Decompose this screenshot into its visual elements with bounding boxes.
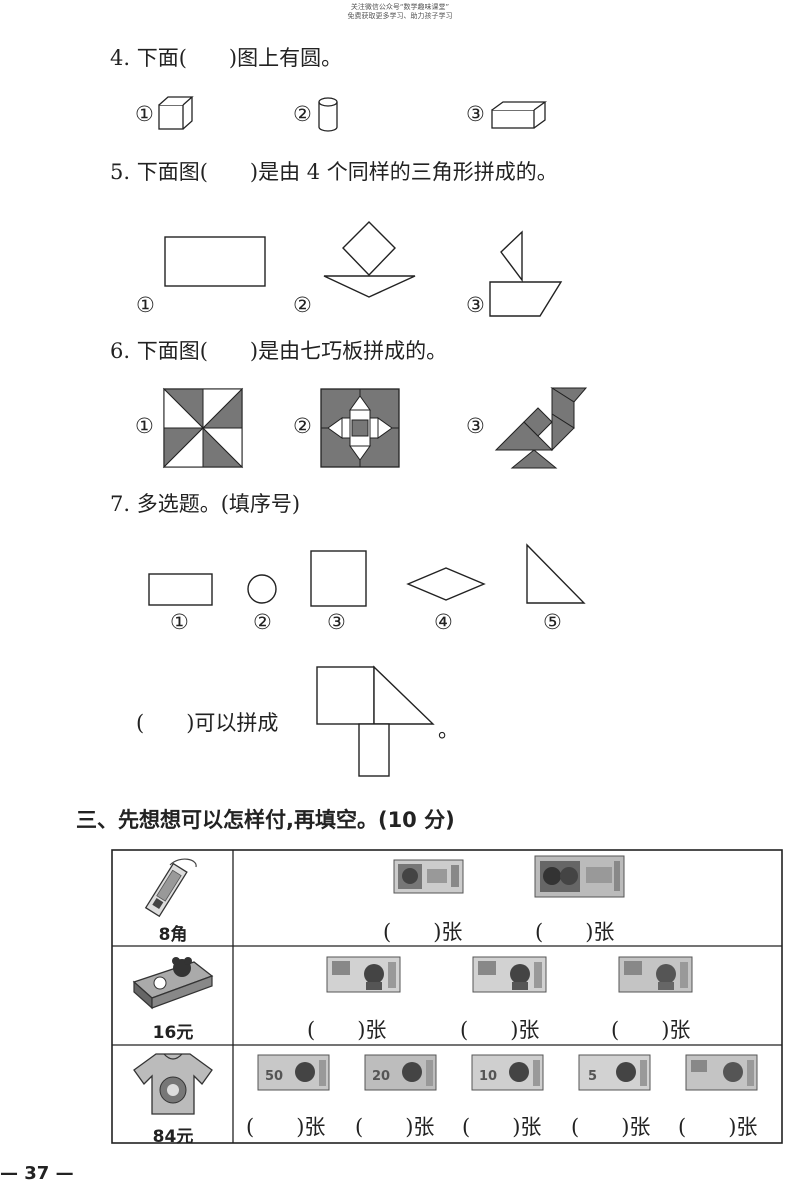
question-6-text: 6. 下面图( )是由七巧板拼成的。 <box>110 339 448 363</box>
q6-option-2-label: ② <box>293 414 312 438</box>
q5-figure-3-boat <box>489 230 563 317</box>
payment-table <box>111 849 783 1144</box>
question-7-text: 7. 多选题。(填序号) <box>110 492 301 516</box>
row2-blank-3[interactable]: ( )张 <box>611 1018 691 1042</box>
q6-figure-1-pinwheel <box>162 387 244 469</box>
header-note: 关注微信公众号“数学趣味课堂” 免费获取更多学习、助力孩子学习 <box>347 3 453 20</box>
row2-blank-1[interactable]: ( )张 <box>307 1018 387 1042</box>
section-3-title: 三、先想想可以怎样付,再填空。(10 分) <box>76 808 455 832</box>
cuboid-icon <box>491 101 547 129</box>
banknote-1yuan-icon <box>618 956 693 993</box>
price-8jiao: 8角 <box>158 925 188 945</box>
question-5-text: 5. 下面图( )是由 4 个同样的三角形拼成的。 <box>110 160 558 184</box>
q6-option-3-label: ③ <box>466 414 485 438</box>
q5-figure-2-diamond-on-triangle <box>323 221 416 298</box>
banknote-1jiao-icon <box>534 855 625 898</box>
banknote-5yuan-icon-c: 5 <box>578 1054 651 1091</box>
row3-blank-3[interactable]: ( )张 <box>462 1115 542 1139</box>
q7-option-4-label: ④ <box>434 610 453 634</box>
q7-option-1-label: ① <box>170 610 189 634</box>
q7-shape-3-square <box>310 550 367 607</box>
q7-end-mark: 。 <box>438 718 459 742</box>
footer-dash-right: — <box>55 1163 74 1184</box>
q7-option-3-label: ③ <box>327 610 346 634</box>
q7-answer-line: ( )可以拼成 <box>136 711 279 735</box>
q4-option-2-label: ② <box>293 102 312 126</box>
banknote-10yuan-icon: 10 <box>471 1054 544 1091</box>
row1-blank-1[interactable]: ( )张 <box>383 920 463 944</box>
row2-blank-2[interactable]: ( )张 <box>460 1018 540 1042</box>
banknote-1yuan-icon-b <box>685 1054 758 1091</box>
bookmark-icon <box>144 858 197 918</box>
pencil-case-icon <box>132 957 214 1010</box>
q7-shape-1-rectangle <box>148 573 213 606</box>
question-4-text: 4. 下面( )图上有圆。 <box>110 46 343 70</box>
footer-dash-left: — <box>0 1163 18 1184</box>
q6-option-1-label: ① <box>135 414 154 438</box>
banknote-5yuan-icon-b <box>472 956 547 993</box>
q7-shape-2-circle <box>247 574 277 604</box>
q7-option-2-label: ② <box>253 610 272 634</box>
q6-figure-3-bird <box>494 387 588 469</box>
cube-icon <box>158 96 194 130</box>
q5-option-3-label: ③ <box>466 293 485 317</box>
svg-text:20: 20 <box>372 1069 390 1084</box>
svg-text:5: 5 <box>588 1069 597 1084</box>
row1-blank-2[interactable]: ( )张 <box>535 920 615 944</box>
row3-blank-1[interactable]: ( )张 <box>246 1115 326 1139</box>
banknote-5yuan-icon-a <box>326 956 401 993</box>
q5-figure-1-rectangle <box>164 236 266 287</box>
q7-shape-4-rhombus <box>406 567 486 601</box>
row3-blank-5[interactable]: ( )张 <box>678 1115 758 1139</box>
page-number: 37 <box>24 1163 50 1184</box>
svg-text:50: 50 <box>265 1069 283 1084</box>
row3-blank-4[interactable]: ( )张 <box>571 1115 651 1139</box>
q6-figure-2-cross-pattern <box>320 388 400 468</box>
price-16yuan: 16元 <box>152 1023 194 1043</box>
banknote-20yuan-icon: 20 <box>364 1054 437 1091</box>
banknote-50yuan-icon: 50 <box>257 1054 330 1091</box>
q4-option-1-label: ① <box>135 102 154 126</box>
svg-text:10: 10 <box>479 1069 497 1084</box>
q7-composite-figure <box>316 665 435 777</box>
row3-blank-2[interactable]: ( )张 <box>355 1115 435 1139</box>
cylinder-icon <box>318 97 338 132</box>
q4-option-3-label: ③ <box>466 102 485 126</box>
t-shirt-icon <box>133 1053 213 1115</box>
page-number-area: — 37 — <box>0 1163 74 1184</box>
q5-option-1-label: ① <box>136 293 155 317</box>
price-84yuan: 84元 <box>152 1127 194 1147</box>
banknote-5jiao-icon <box>393 859 464 894</box>
q7-option-5-label: ⑤ <box>543 610 562 634</box>
q5-option-2-label: ② <box>293 293 312 317</box>
q7-shape-5-right-triangle <box>526 543 586 604</box>
